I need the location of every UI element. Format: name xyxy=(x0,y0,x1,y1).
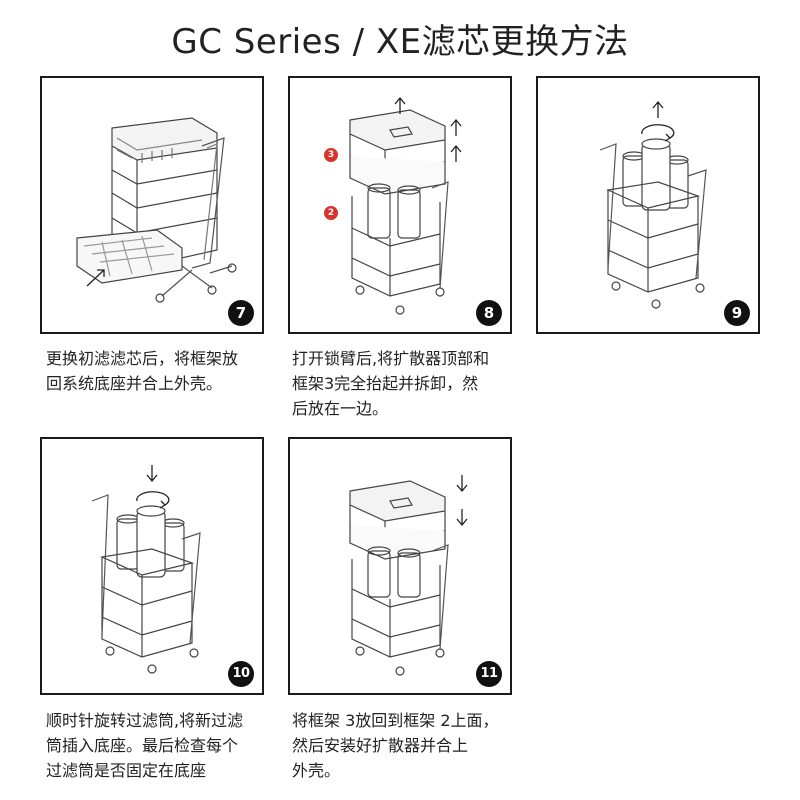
step-number-badge: 11 xyxy=(476,661,502,687)
step-11-caption: 将框架 3放回到框架 2上面， 然后安装好扩散器并合上 外壳。 xyxy=(292,711,499,780)
step-7-illustration: 7 xyxy=(40,76,264,334)
step-number-badge: 7 xyxy=(228,300,254,326)
step-number-badge: 8 xyxy=(476,300,502,326)
step-8-caption: 打开锁臂后,将扩散器顶部和 框架3完全抬起并拆卸，然 后放在一边。 xyxy=(292,349,490,418)
step-10-illustration: 10 xyxy=(40,437,264,695)
step-number-badge: 10 xyxy=(228,661,254,687)
step-10-caption: 顺时针旋转过滤筒,将新过滤 筒插入底座。最后检查每个 过滤筒是否固定在底座 xyxy=(46,711,244,780)
step-number-badge: 9 xyxy=(724,300,750,326)
step-11-illustration: 11 xyxy=(288,437,512,695)
step-7-caption: 更换初滤滤芯后，将框架放 回系统底座并合上外壳。 xyxy=(46,349,239,393)
step-9-illustration: 9 xyxy=(536,76,760,334)
frame-2-marker: 2 xyxy=(324,206,338,220)
frame-3-marker: 3 xyxy=(324,148,338,162)
page-title: GC Series / XE滤芯更换方法 xyxy=(171,22,629,62)
step-8-illustration: 3 2 8 xyxy=(288,76,512,334)
